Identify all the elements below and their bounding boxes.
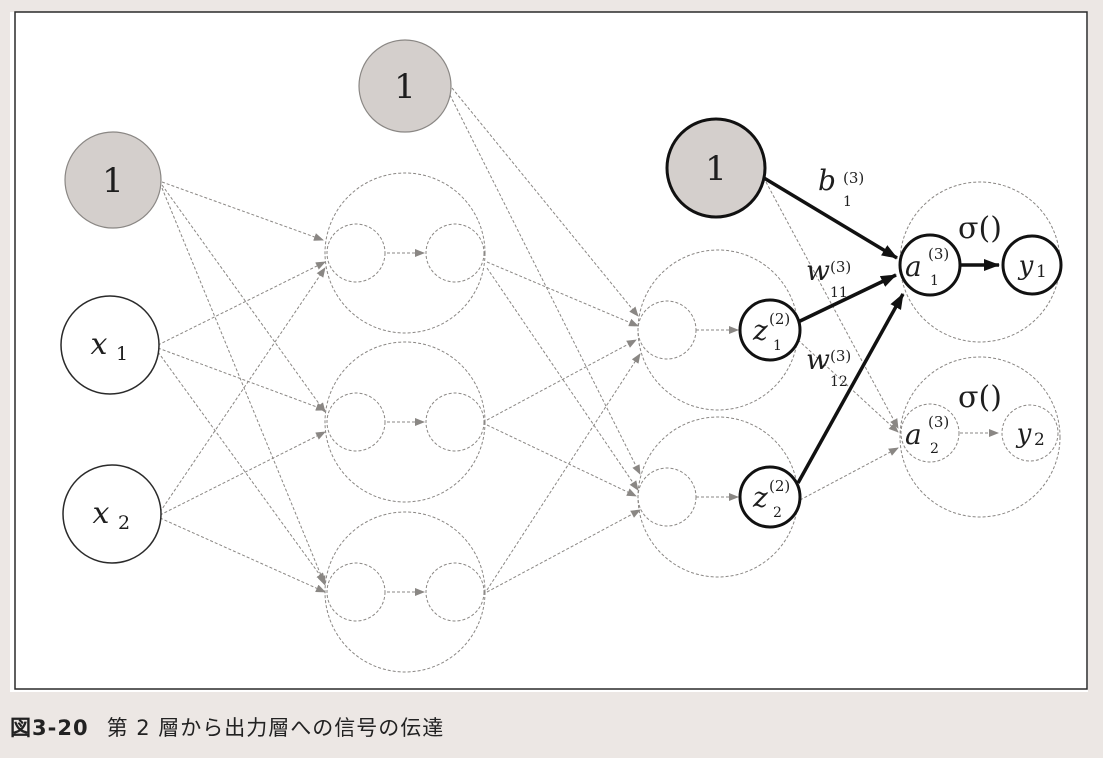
edge-h1c-h2b [486, 509, 641, 593]
edge-z1-a1 [797, 273, 897, 324]
edge-b1-h1b [161, 184, 326, 413]
hidden1-neuron-2-out [425, 392, 485, 452]
edge-b1-h1a [161, 181, 324, 241]
hidden1-neuron-2 [324, 341, 486, 503]
edge-x2-h1c [159, 517, 326, 593]
input-node-x1 [60, 295, 160, 395]
edge-z1-a2 [797, 339, 899, 433]
diagram-frame [14, 11, 1088, 690]
edge-h1b-h2a [486, 339, 637, 421]
edge-b3-a2 [765, 181, 899, 429]
hidden-layer-1 [324, 172, 486, 673]
y2-node [1001, 404, 1059, 462]
output-neuron-2 [899, 356, 1061, 518]
hidden1-neuron-1-in [326, 223, 386, 283]
z1-node [738, 298, 802, 362]
input-node-x2 [62, 464, 162, 564]
edge-z2-a2 [799, 447, 899, 501]
hidden2-neuron-2-in [637, 467, 697, 527]
bias-node-input-label: 1 [102, 161, 124, 201]
a2-base: a [905, 418, 922, 451]
activation-label-2: σ() [958, 380, 1002, 415]
bias-node-hidden1 [358, 39, 452, 133]
hidden1-neuron-3 [324, 511, 486, 673]
a1-sup: (3) [928, 245, 949, 263]
b-label-base: b [818, 164, 836, 197]
edge-b1-h1c [161, 187, 326, 586]
activation-label-1: σ() [958, 211, 1002, 246]
hidden1-neuron-2-in [326, 392, 386, 452]
edge-b2-h2a [451, 87, 639, 317]
y2-base: y [1016, 419, 1032, 449]
z1-base: z [752, 314, 768, 347]
w12-label-sup: (3) [830, 347, 851, 365]
z1-sub: 1 [773, 338, 782, 354]
edge-x1-h1a [157, 261, 326, 346]
figure-caption-text: 第 2 層から出力層への信号の伝達 [106, 716, 445, 740]
y1-sub: 1 [1036, 262, 1047, 282]
w12-label-sub: 12 [830, 374, 848, 390]
a2-sub: 2 [930, 441, 939, 457]
bias-node-hidden2-label: 1 [705, 149, 727, 189]
hidden1-neuron-3-in [326, 562, 386, 622]
edge-b2-h2b [449, 94, 641, 475]
w11-label-sub: 11 [830, 285, 848, 301]
z2-sup: (2) [769, 477, 790, 495]
a1-node [898, 233, 962, 297]
z2-node [738, 465, 802, 529]
edge-h1c-h2a [486, 353, 641, 591]
b-label-sub: 1 [843, 194, 852, 210]
figure-number: 図3-20 [10, 716, 89, 740]
hidden1-neuron-1 [324, 172, 486, 334]
y2-sub: 2 [1034, 430, 1045, 450]
z1-sup: (2) [769, 310, 790, 328]
bias-node-hidden2 [665, 117, 767, 219]
y1-node [1001, 234, 1063, 296]
z2-base: z [752, 481, 768, 514]
faint-connections [157, 87, 999, 596]
a2-sup: (3) [928, 413, 949, 431]
w11-label-sup: (3) [830, 258, 851, 276]
bias-node-input [64, 131, 162, 229]
a2-node [900, 403, 960, 463]
a1-base: a [905, 250, 922, 283]
b-label-sup: (3) [843, 169, 864, 187]
w11-label-base: w [806, 254, 830, 287]
z2-sub: 2 [773, 505, 782, 521]
edge-h1a-h2a [486, 261, 639, 327]
a1-sub: 1 [930, 273, 939, 289]
hidden1-neuron-3-out [425, 562, 485, 622]
input-node-x2-sub: 2 [118, 512, 130, 534]
edge-z2-a1 [796, 293, 905, 484]
input-node-x2-base: x [93, 496, 110, 531]
input-node-x1-sub: 1 [116, 343, 128, 365]
edge-x2-h1b [159, 431, 326, 516]
bias-node-hidden1-label: 1 [394, 67, 416, 107]
edge-x1-h1c [157, 351, 326, 583]
highlighted-connections [763, 176, 1000, 484]
y1-base: y [1018, 251, 1034, 281]
edge-b3-a1 [763, 176, 898, 260]
w12-label-base: w [806, 343, 830, 376]
edge-h1b-h2b [486, 424, 637, 497]
edge-x2-h1a [159, 267, 326, 513]
input-node-x1-base: x [91, 327, 108, 362]
figure-caption: 図3-20 第 2 層から出力層への信号の伝達 [10, 712, 444, 742]
hidden1-neuron-1-out [425, 223, 485, 283]
diagram-panel [10, 12, 1088, 692]
hidden2-neuron-1-in [637, 300, 697, 360]
